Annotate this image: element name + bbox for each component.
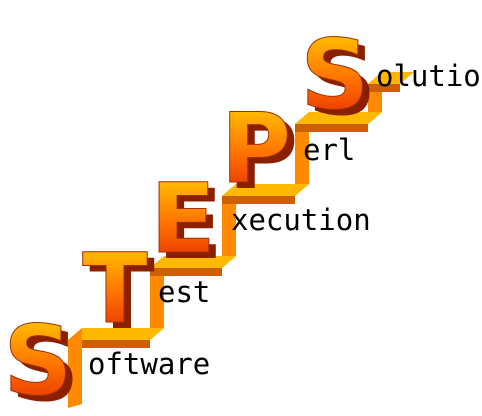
step-5-letter-shadow: S [307, 25, 376, 137]
stair-riser [222, 184, 236, 268]
step-2-word: est [158, 275, 210, 309]
stair-tread [68, 328, 164, 340]
step-4-word: erl [303, 133, 355, 167]
step-software: S S oftware [3, 305, 210, 416]
staircase [68, 72, 414, 408]
step-solution: S S olution [300, 19, 482, 138]
step-1-word: oftware [88, 347, 210, 381]
step-4-letter-shadow: P [228, 99, 298, 211]
step-5-letter: S [300, 19, 369, 131]
step-2-letter: T [82, 233, 147, 345]
stair-edge [368, 84, 400, 92]
stair-tread [295, 112, 382, 124]
step-3-word: xecution [231, 203, 371, 237]
stair-edge [150, 268, 222, 276]
stair-edge [295, 124, 368, 132]
stair-tread [222, 184, 309, 196]
step-1-letter: S [3, 305, 72, 416]
step-5-word: olution [376, 59, 482, 93]
step-2-letter-shadow: T [89, 239, 154, 351]
stair-riser [150, 256, 164, 340]
stair-edge [68, 340, 150, 348]
stair-tread [150, 256, 236, 268]
stair-riser [295, 112, 309, 196]
stair-tread [368, 72, 414, 84]
step-3-letter: E [150, 163, 216, 275]
step-perl: P P erl [220, 93, 355, 212]
step-1-letter-shadow: S [10, 311, 79, 416]
stair-riser [68, 328, 82, 408]
stair-edge [222, 196, 295, 204]
step-execution: E E xecution [150, 163, 371, 282]
step-4-letter: P [221, 93, 291, 205]
step-3-letter-shadow: E [157, 169, 223, 281]
step-test: T T est [82, 233, 211, 352]
